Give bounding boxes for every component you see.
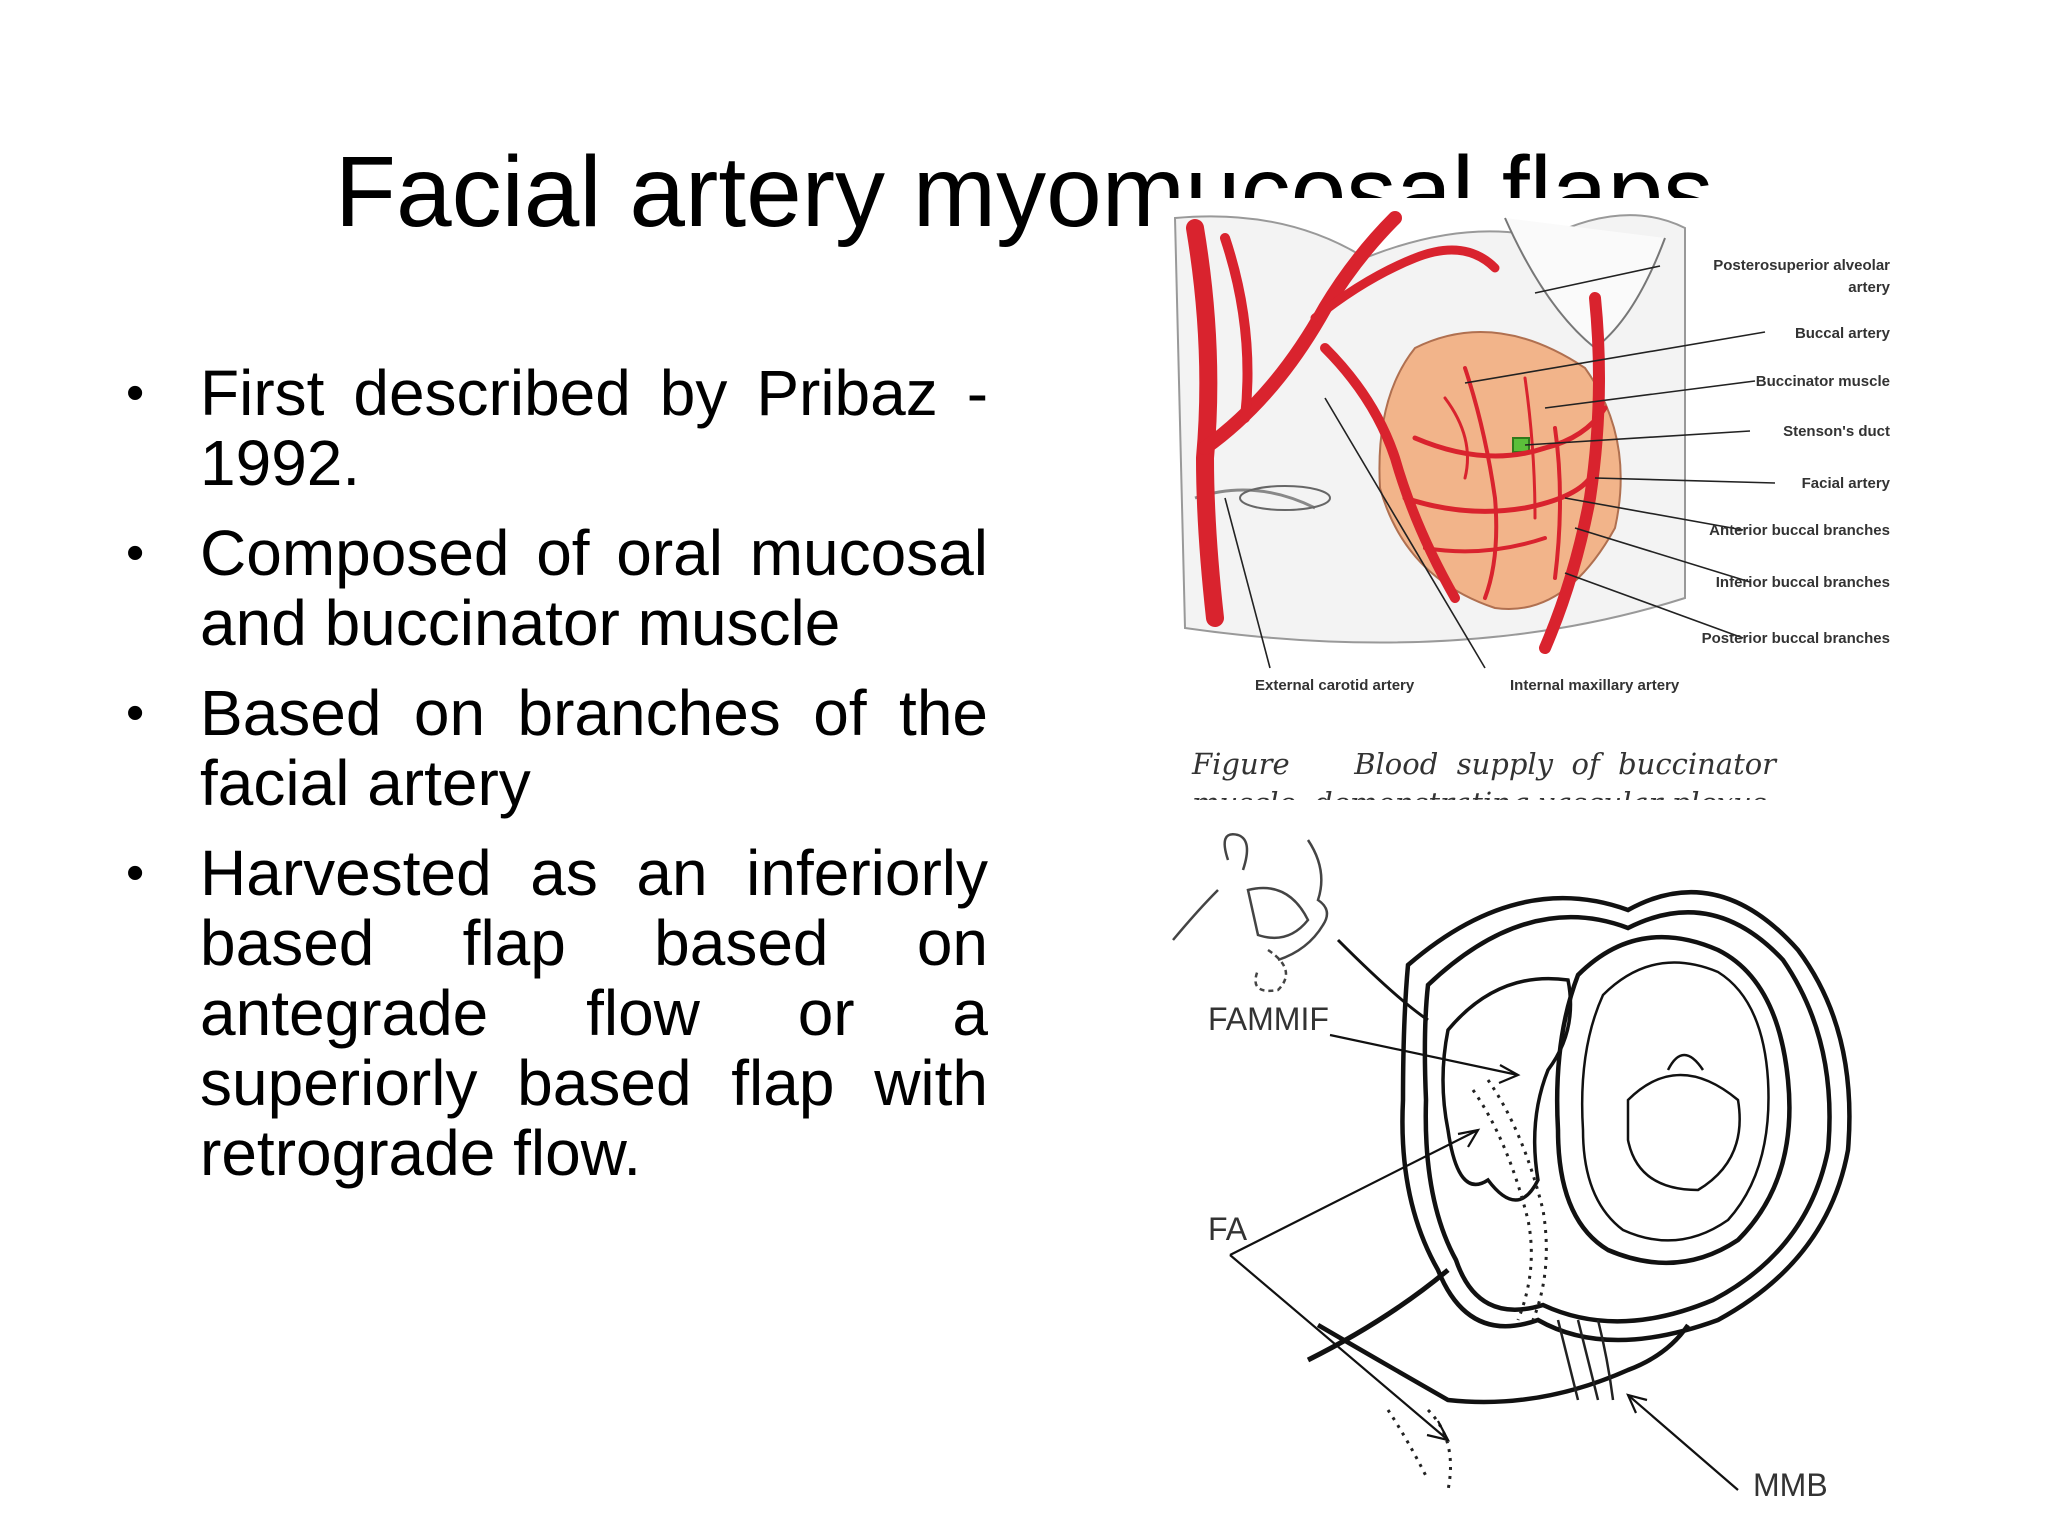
bullet-dot-icon: • (126, 844, 145, 902)
bullet-text: Based on branches of the facial artery (200, 677, 988, 819)
label-fammif: FAMMIF (1208, 1001, 1329, 1037)
label-posterosuperior-alveolar: Posterosuperior alveolar (1713, 257, 1890, 274)
bullet-dot-icon: • (126, 524, 145, 582)
bullet-dot-icon: • (126, 364, 145, 422)
bullet-item: • Based on branches of the facial artery (118, 678, 988, 818)
buccinator-blood-supply-illustration: Posterosuperior alveolar artery Buccal a… (1165, 198, 1895, 708)
bullet-item: • Harvested as an inferiorly based flap b… (118, 838, 988, 1188)
label-inferior-buccal-branches: Inferior buccal branches (1716, 574, 1890, 591)
label-anterior-buccal-branches: Anterior buccal branches (1709, 522, 1890, 539)
bullet-text: Harvested as an inferiorly based flap ba… (200, 837, 988, 1189)
label-internal-maxillary-artery: Internal maxillary artery (1510, 677, 1680, 694)
label-mmb: MMB (1753, 1467, 1828, 1503)
label-posterosuperior-alveolar-artery: artery (1848, 279, 1890, 296)
bullet-list: • First described by Pribaz - 1992. • Comp… (118, 358, 988, 1208)
head-profile-inset (1172, 833, 1329, 993)
oral-cavity-flap-diagram: FAMMIF FA MMB (1158, 800, 2048, 1504)
bullet-text: Composed of oral mucosal and buccinator … (200, 517, 988, 659)
label-buccinator-muscle: Buccinator muscle (1756, 373, 1890, 390)
bullet-text: First described by Pribaz - 1992. (200, 357, 988, 499)
label-facial-artery: Facial artery (1802, 475, 1891, 492)
label-buccal-artery: Buccal artery (1795, 325, 1891, 342)
label-posterior-buccal-branches: Posterior buccal branches (1702, 630, 1890, 647)
bullet-dot-icon: • (126, 684, 145, 742)
caption-line-1: Figure Blood supply of buccinator (1192, 747, 1777, 781)
label-stensons-duct: Stenson's duct (1783, 423, 1890, 440)
artery-network (1186, 211, 1608, 654)
bullet-item: • First described by Pribaz - 1992. (118, 358, 988, 498)
label-external-carotid-artery: External carotid artery (1255, 677, 1415, 694)
label-fa: FA (1208, 1211, 1248, 1247)
bullet-item: • Composed of oral mucosal and buccinator… (118, 518, 988, 658)
